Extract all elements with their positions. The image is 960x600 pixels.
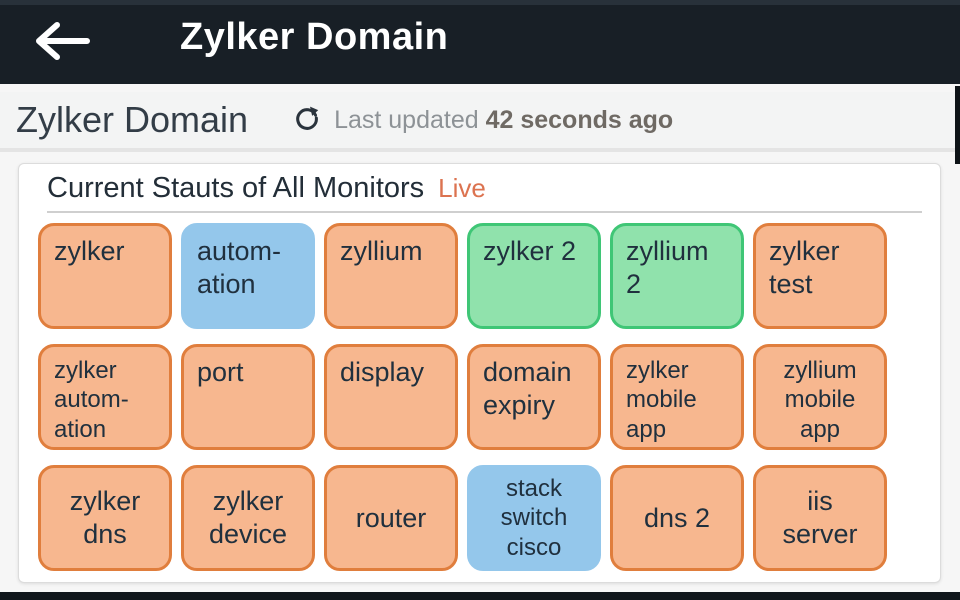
monitor-tile-zyllium-mobile-app[interactable]: zyllium mobile app xyxy=(753,344,887,450)
card-title-row: Current Stauts of All Monitors Live xyxy=(47,172,922,205)
monitor-tile-zylker-dns[interactable]: zylker dns xyxy=(38,465,172,571)
scrollbar[interactable] xyxy=(955,86,960,164)
monitor-tile-iis-server[interactable]: iis server xyxy=(753,465,887,571)
page-title: Zylker Domain xyxy=(16,99,249,140)
monitor-tile-zylker[interactable]: zylker xyxy=(38,223,172,329)
back-button[interactable] xyxy=(30,20,96,66)
monitor-tile-zylker-test[interactable]: zylker test xyxy=(753,223,887,329)
header-divider xyxy=(0,148,960,152)
monitor-tile-zylker-2[interactable]: zylker 2 xyxy=(467,223,601,329)
card-title-underline xyxy=(47,211,922,213)
monitor-tile-zyllium-2[interactable]: zyllium 2 xyxy=(610,223,744,329)
refresh-button[interactable] xyxy=(292,105,322,135)
monitor-tile-dns-2[interactable]: dns 2 xyxy=(610,465,744,571)
refresh-icon xyxy=(293,104,321,137)
last-updated-value: 42 seconds ago xyxy=(485,105,674,134)
arrow-left-icon xyxy=(33,21,93,66)
monitor-tile-display[interactable]: display xyxy=(324,344,458,450)
monitor-tile-zylker-device[interactable]: zylker device xyxy=(181,465,315,571)
monitor-tile-zylker-mobile-app[interactable]: zylker mobile app xyxy=(610,344,744,450)
last-updated-label: Last updated xyxy=(334,105,479,134)
monitor-tile-domain-expiry[interactable]: domain expiry xyxy=(467,344,601,450)
monitor-tile-stack-switch-cisco[interactable]: stack switch cisco xyxy=(467,465,601,571)
monitors-card: Current Stauts of All Monitors Live zylk… xyxy=(18,163,941,583)
page-header: Zylker Domain Last updated 42 seconds ag… xyxy=(0,92,960,148)
monitor-tile-zyllium[interactable]: zyllium xyxy=(324,223,458,329)
monitor-tile-autom--ation[interactable]: autom- ation xyxy=(181,223,315,329)
monitor-tile-port[interactable]: port xyxy=(181,344,315,450)
card-title: Current Stauts of All Monitors xyxy=(47,172,425,204)
app-bar: Zylker Domain xyxy=(0,0,960,84)
monitor-tile-zylker-autom--ation[interactable]: zylker autom- ation xyxy=(38,344,172,450)
app-bar-title: Zylker Domain xyxy=(180,16,449,58)
status-bar-strip xyxy=(0,0,960,5)
monitor-tile-router[interactable]: router xyxy=(324,465,458,571)
last-updated-text: Last updated 42 seconds ago xyxy=(334,106,673,135)
bottom-navigation-bar xyxy=(0,592,960,600)
live-badge: Live xyxy=(438,173,486,203)
